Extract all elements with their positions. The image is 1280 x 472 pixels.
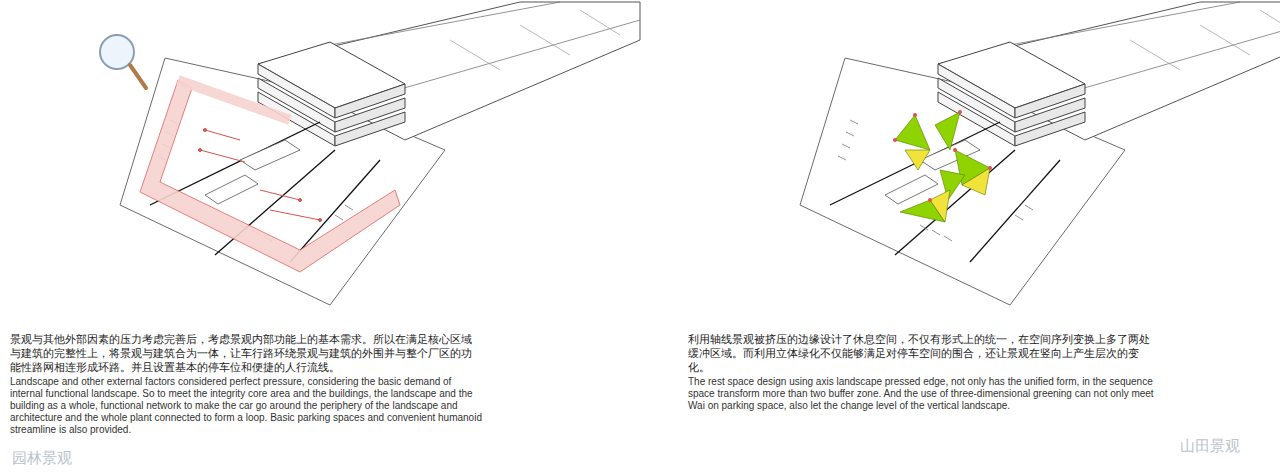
body-text-chinese: 景观与其他外部因素的压力考虑完善后，考虑景观内部功能上的基本需求。所以在满足核心… — [10, 333, 482, 375]
body-text-english: Landscape and other external factors con… — [10, 376, 482, 436]
magnifier-icon — [100, 35, 146, 88]
body-text-english: The rest space design using axis landsca… — [688, 376, 1160, 412]
body-text-chinese: 利用轴线景观被挤压的边缘设计了休息空间，不仅有形式上的统一，在空间序列变换上多了… — [688, 333, 1160, 375]
watermark: 山田景观 — [1180, 437, 1240, 456]
watermark: 园林景观 — [12, 449, 72, 468]
